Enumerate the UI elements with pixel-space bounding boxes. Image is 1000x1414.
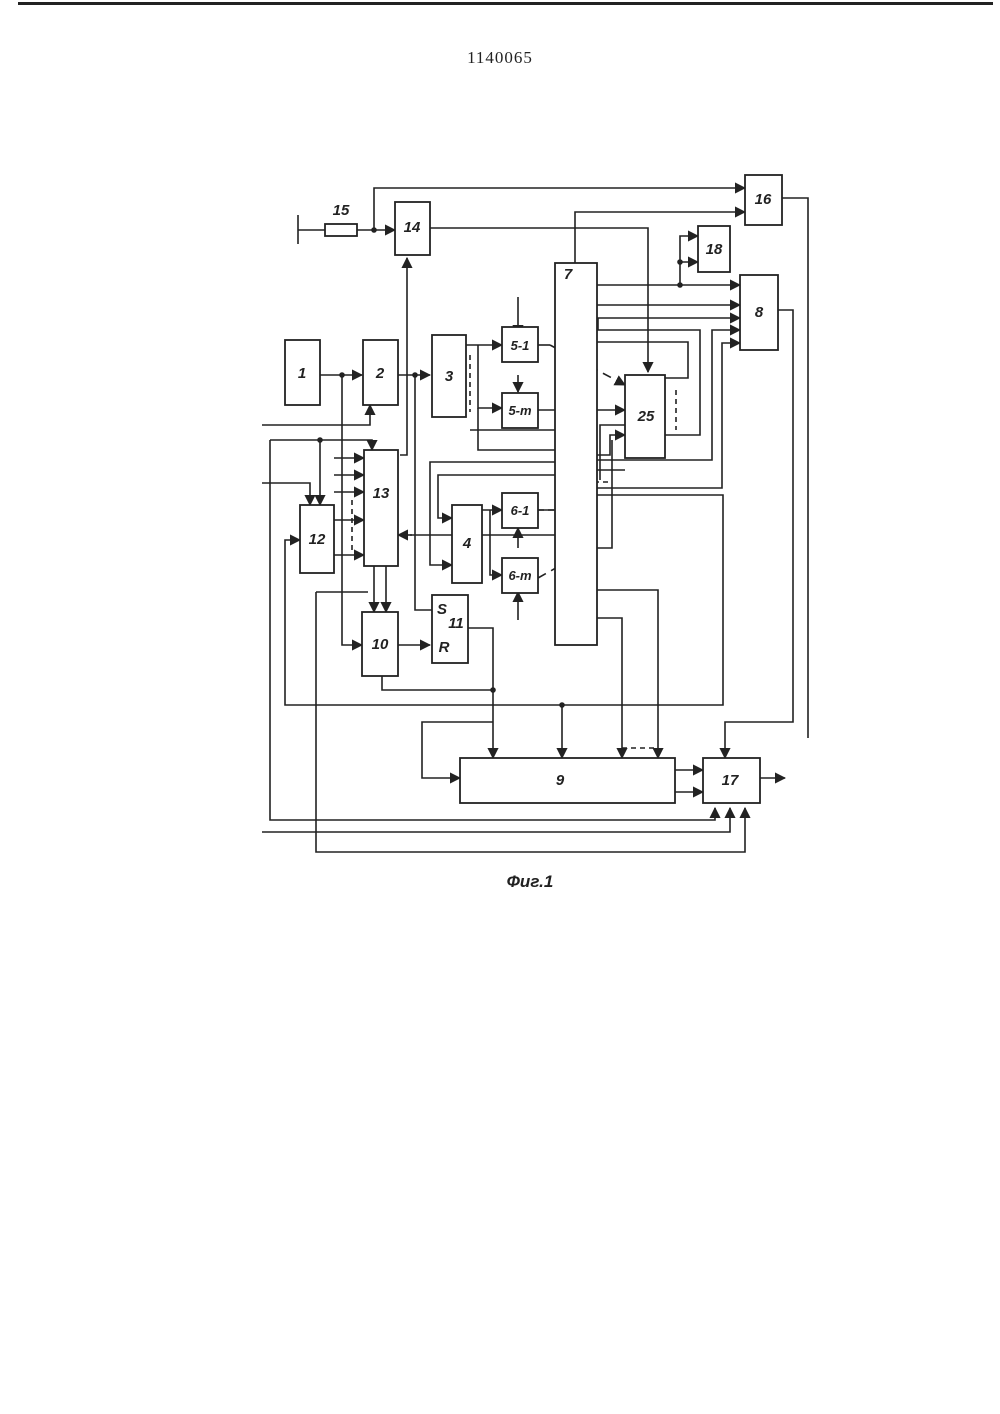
- label-16: 16: [755, 191, 772, 208]
- label-17: 17: [722, 772, 739, 789]
- block-15: [325, 224, 357, 236]
- label-3: 3: [445, 368, 454, 385]
- label-11: 11: [448, 615, 464, 632]
- label-13: 13: [373, 485, 390, 502]
- label-6-m: 6-m: [508, 568, 532, 583]
- block-9: [460, 758, 675, 803]
- label-14: 14: [404, 219, 421, 236]
- label-15: 15: [333, 202, 350, 219]
- label-7: 7: [564, 266, 573, 283]
- figure-caption: Фиг.1: [507, 872, 554, 891]
- block-7: [555, 263, 597, 645]
- label-8: 8: [755, 304, 764, 321]
- label-10: 10: [372, 636, 389, 653]
- label-18: 18: [706, 241, 723, 258]
- label-25: 25: [637, 408, 655, 425]
- blocks: [285, 175, 782, 803]
- label-2: 2: [375, 365, 385, 382]
- label-4: 4: [462, 535, 472, 552]
- label-11-r: R: [439, 639, 450, 656]
- label-5-1: 5-1: [511, 338, 530, 353]
- label-1: 1: [298, 365, 306, 382]
- label-6-1: 6-1: [511, 503, 530, 518]
- block-13: [364, 450, 398, 566]
- label-9: 9: [556, 772, 565, 789]
- label-12: 12: [309, 531, 326, 548]
- label-5-m: 5-m: [508, 403, 532, 418]
- label-11-s: S: [437, 601, 447, 618]
